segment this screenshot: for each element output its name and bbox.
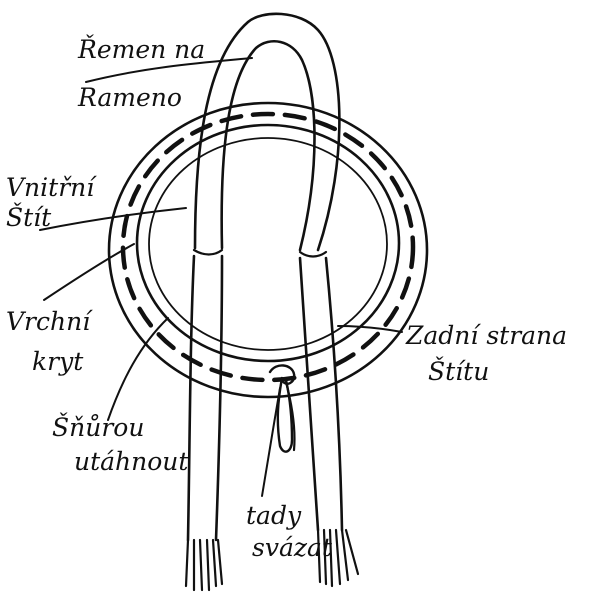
label-lace-line1: Šňůrou	[52, 413, 144, 442]
shield-outer-rim	[107, 101, 429, 399]
label-inner-shield-line1: Vnitřní	[6, 173, 97, 202]
shield-inner-band	[148, 137, 388, 351]
label-top-cover-line2: kryt	[32, 347, 84, 376]
label-back-side-line1: Zadní strana	[405, 321, 567, 350]
shoulder-strap	[184, 12, 360, 592]
label-strap: Řemen na Rameno	[77, 35, 205, 112]
label-tie-here: tady svázat	[246, 501, 333, 562]
label-tie-here-line1: tady	[246, 501, 302, 530]
shield-inner-rim	[135, 123, 401, 363]
leader-lines	[39, 57, 403, 497]
label-strap-line2: Rameno	[77, 83, 182, 112]
label-top-cover: Vrchní kryt	[6, 307, 93, 376]
label-lace: Šňůrou utáhnout	[52, 413, 189, 476]
label-inner-shield: Vnitřní Štít	[6, 173, 97, 232]
label-back-side-line2: Štítu	[428, 357, 489, 386]
label-strap-line1: Řemen na	[77, 35, 205, 64]
lace-knot	[268, 364, 296, 453]
label-inner-shield-line2: Štít	[6, 203, 52, 232]
label-lace-line2: utáhnout	[74, 447, 189, 476]
label-top-cover-line1: Vrchní	[6, 307, 93, 336]
label-back-side: Zadní strana Štítu	[405, 321, 567, 386]
label-tie-here-line2: svázat	[252, 533, 333, 562]
lace-stitches	[120, 111, 416, 383]
